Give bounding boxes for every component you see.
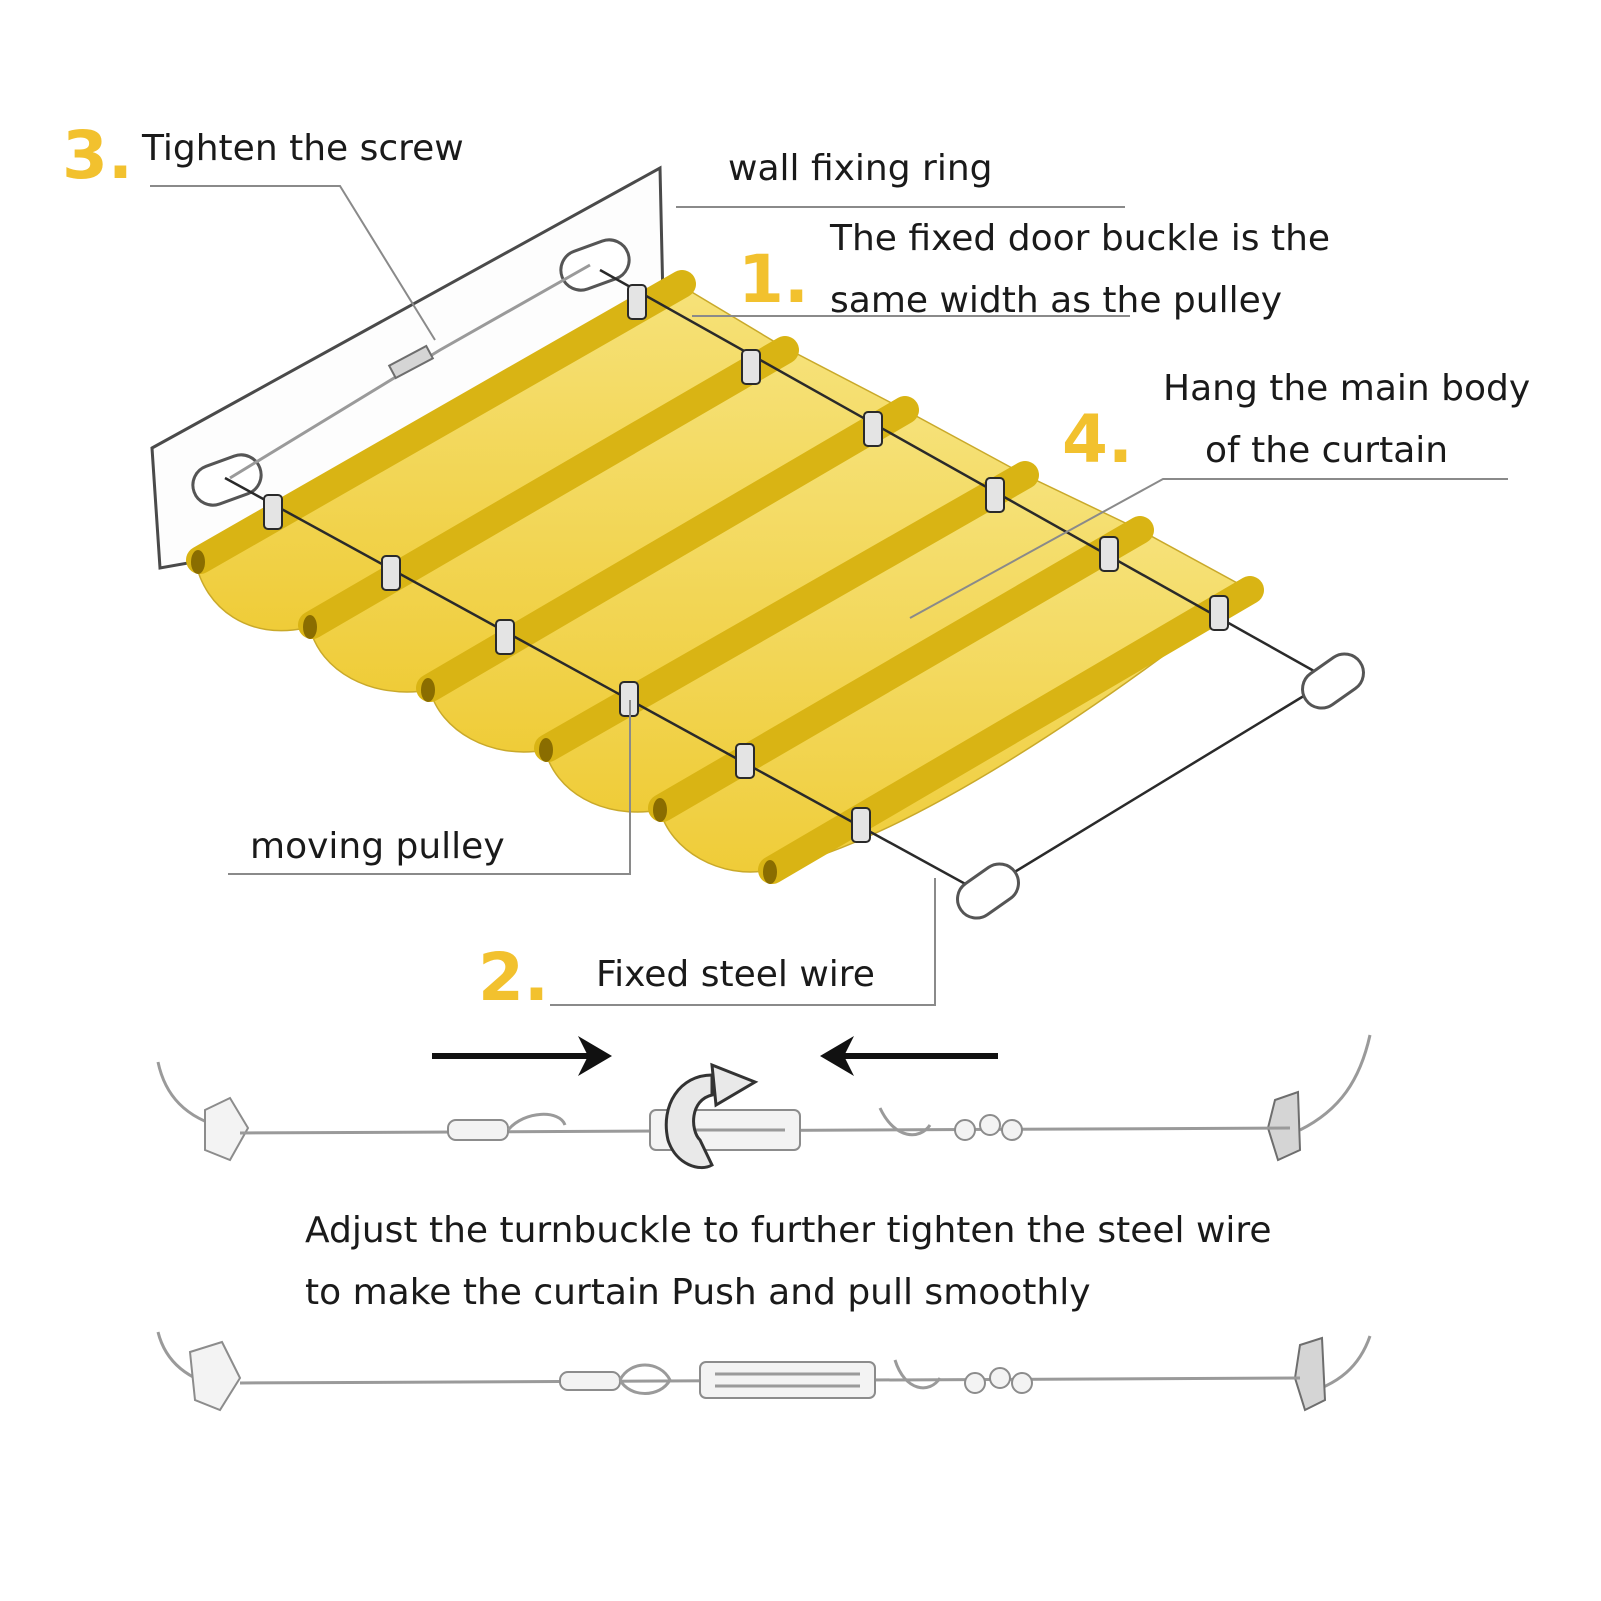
- wire-clamp-icon: [954, 1114, 1023, 1141]
- end-fixing-ring-right: [1301, 652, 1365, 710]
- instruction-line-1: Adjust the turnbuckle to further tighten…: [305, 1210, 1272, 1251]
- clamp-nut: [964, 1372, 986, 1394]
- rotate-arrowhead-icon: [710, 1062, 759, 1108]
- pulley: [741, 349, 761, 385]
- turnbuckle-adjust-illustration: [156, 1034, 1372, 1170]
- turnbuckle-tightened-illustration: [156, 1331, 1372, 1412]
- eye-plate-right-icon: [1293, 1336, 1327, 1412]
- steel-wire-end: [984, 678, 1331, 892]
- eye-plate-left-icon: [204, 1096, 250, 1162]
- pulley: [851, 807, 871, 843]
- push-arrowhead-right-icon: [578, 1036, 612, 1076]
- door-buckle-label-line2: same width as the pulley: [830, 280, 1282, 321]
- rod-cap-1: [191, 550, 205, 574]
- wall-turnbuckle: [387, 344, 435, 380]
- hang-body-label-line1: Hang the main body: [1163, 368, 1530, 409]
- step-3-number: 3.: [62, 117, 133, 194]
- hook-left-icon: [506, 1112, 567, 1132]
- pulley: [495, 619, 515, 655]
- leader-tighten-screw: [150, 185, 436, 341]
- eye-plate-left-icon: [188, 1340, 242, 1412]
- clamp-nut: [989, 1367, 1011, 1389]
- pulley: [1099, 536, 1119, 572]
- clamp-nut: [1001, 1119, 1023, 1141]
- wall-wire: [229, 263, 591, 480]
- eye-plate-right-icon: [1266, 1090, 1302, 1162]
- rod-cap-4: [539, 738, 553, 762]
- hook-right-icon: [878, 1107, 932, 1137]
- wire-curve-right-icon: [1299, 1034, 1372, 1132]
- steel-wire-back: [599, 268, 1331, 682]
- turnbuckle-body-icon: [699, 1361, 876, 1399]
- pulleys-back: [627, 284, 1229, 631]
- hang-body-label-line2: of the curtain: [1205, 430, 1448, 471]
- leader-fixed-wire: [550, 878, 936, 1006]
- sleeve-left-icon: [447, 1119, 509, 1141]
- pulley: [1209, 595, 1229, 631]
- rod-cap-2: [303, 615, 317, 639]
- step-4-number: 4.: [1062, 401, 1133, 478]
- clamp-nut: [979, 1114, 1001, 1136]
- fixed-wire-label: Fixed steel wire: [596, 954, 875, 995]
- tighten-screw-label: Tighten the screw: [141, 128, 464, 169]
- pulley: [985, 477, 1005, 513]
- instruction-line-2: to make the curtain Push and pull smooth…: [305, 1272, 1091, 1313]
- pulley: [381, 555, 401, 591]
- hook-right-icon: [893, 1359, 942, 1390]
- sleeve-left-icon: [559, 1371, 621, 1391]
- pulley: [863, 411, 883, 447]
- pulley: [263, 494, 283, 530]
- leader-moving-pulley: [228, 700, 631, 875]
- clamp-nut: [1011, 1372, 1033, 1394]
- rod-cap-3: [421, 678, 435, 702]
- rod-cap-6: [763, 860, 777, 884]
- clamp-nut: [954, 1119, 976, 1141]
- wall-fixing-ring-label: wall fixing ring: [728, 148, 993, 189]
- end-fixing-ring-bottom: [956, 862, 1020, 920]
- step-1-number: 1.: [738, 241, 809, 318]
- door-buckle-label-line1: The fixed door buckle is the: [829, 218, 1330, 259]
- pulleys-front: [263, 494, 871, 843]
- wire-clamp-icon: [964, 1367, 1033, 1394]
- rod-cap-5: [653, 798, 667, 822]
- thimble-left-icon: [618, 1363, 672, 1395]
- push-arrowhead-left-icon: [820, 1036, 854, 1076]
- rotate-arrow-icon: [664, 1073, 714, 1170]
- pulley: [627, 284, 647, 320]
- step-2-number: 2.: [478, 939, 549, 1016]
- leader-hang-body: [909, 478, 1508, 619]
- moving-pulley-label: moving pulley: [250, 826, 505, 867]
- pulley: [735, 743, 755, 779]
